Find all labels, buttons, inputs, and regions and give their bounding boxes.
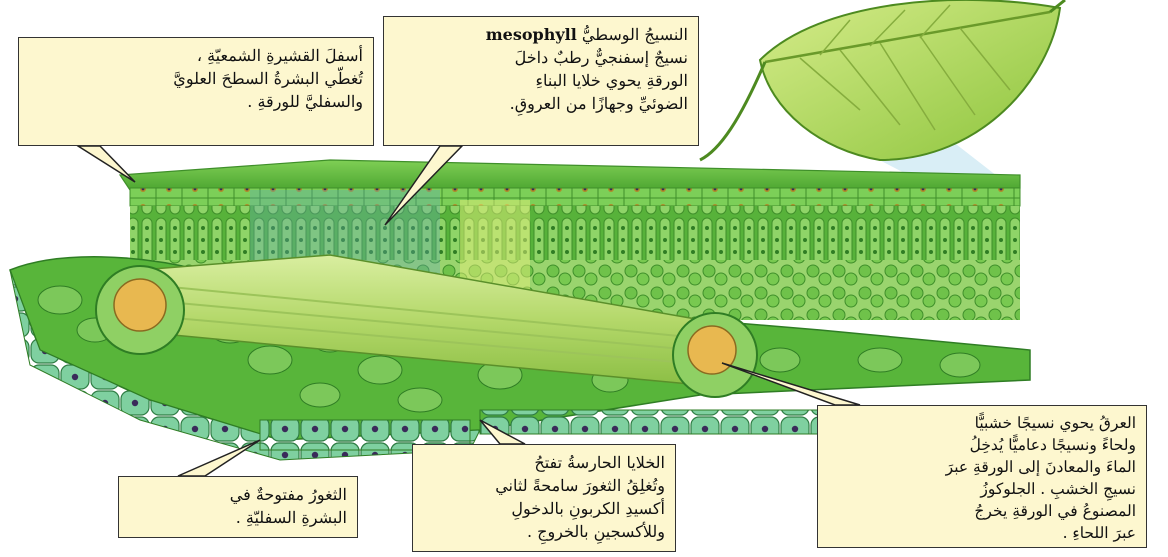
callout-line: العرقُ يحوي نسيجًا خشبيًّا	[828, 412, 1136, 434]
callout-mesophyll: النسيجُ الوسطيُّ mesophyll نسيجٌ إسفنجيٌ…	[383, 16, 699, 146]
callout-line: الماءَ والمعادنَ إلى الورقةِ عبرَ	[828, 456, 1136, 478]
callout-line: عبرَ اللحاءِ .	[828, 522, 1136, 544]
callout-line: وللأكسجينِ بالخروجِ .	[423, 520, 665, 543]
callout-line: الخلايا الحارسةُ تفتحُ	[423, 451, 665, 474]
callout-line: المصنوعُ في الورقةِ يخرجُ	[828, 500, 1136, 522]
callout-line: أكسيدِ الكربونِ بالدخولِ	[423, 497, 665, 520]
mesophyll-term: mesophyll	[486, 25, 577, 44]
callout-line: والسفليَّ للورقةِ .	[29, 90, 363, 113]
callout-line: تُغطّي البشرةُ السطحَ العلويَّ	[29, 67, 363, 90]
callout-line: أسفلَ القشيرةِ الشمعيّةِ ،	[29, 44, 363, 67]
callout-line: الثغورُ مفتوحةٌ في	[129, 483, 347, 506]
callout-vein: العرقُ يحوي نسيجًا خشبيًّا ولحاءً ونسيجً…	[817, 405, 1147, 548]
callout-epidermis: أسفلَ القشيرةِ الشمعيّةِ ، تُغطّي البشرة…	[18, 37, 374, 146]
callout-stomata: الثغورُ مفتوحةٌ في البشرةِ السفليّةِ .	[118, 476, 358, 538]
callout-guard-cells: الخلايا الحارسةُ تفتحُ وتُغلِقُ الثغورَ …	[412, 444, 676, 552]
callout-line: نسيجِ الخشبِ . الجلوكوزُ	[828, 478, 1136, 500]
callout-line: وتُغلِقُ الثغورَ سامحةً لثاني	[423, 474, 665, 497]
callout-line: البشرةِ السفليّةِ .	[129, 506, 347, 529]
callout-line: الضوئيِّ وجهازًا من العروقِ.	[394, 92, 688, 115]
callout-line: نسيجٌ إسفنجيٌّ رطبٌ داخلَ	[394, 46, 688, 69]
mesophyll-label-arabic: النسيجُ الوسطيُّ	[582, 25, 688, 44]
callout-line: ولحاءً ونسيجًا دعاميًّا يُدخِلُ	[828, 434, 1136, 456]
callout-line: الورقةِ يحوي خلايا البناءِ	[394, 69, 688, 92]
callout-heading: النسيجُ الوسطيُّ mesophyll	[394, 23, 688, 46]
